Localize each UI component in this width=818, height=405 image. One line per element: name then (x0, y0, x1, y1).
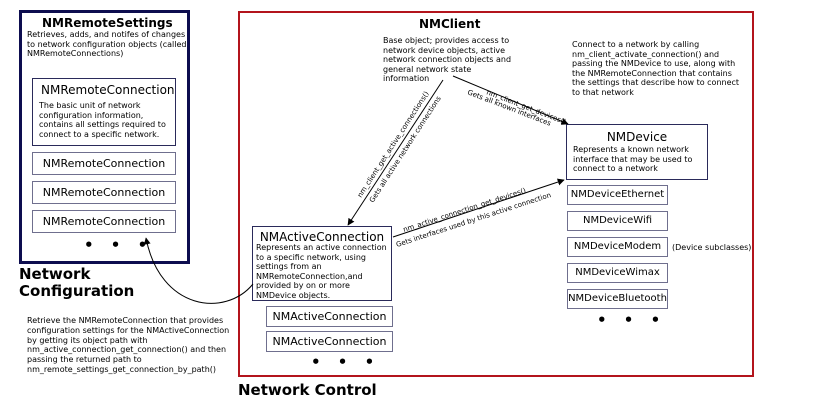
remote-connection-title: NMRemoteConnection (41, 83, 175, 97)
remote-connection-description: The basic unit of network configuration … (39, 101, 166, 139)
get-active-desc-label: Gets all active network connections (368, 95, 443, 205)
active-connection-node[interactable]: NMActiveConnection (266, 306, 393, 327)
active-connection-to-device-arrow (392, 178, 565, 238)
remote-connection-label: NMRemoteConnection (42, 157, 166, 170)
device-subclass-label: NMDeviceBluetooth (568, 293, 667, 304)
active-connection-label: NMActiveConnection (272, 310, 387, 323)
client-to-device-arrow (452, 75, 569, 125)
retrieve-connection-curve (143, 237, 254, 304)
client-description: Base object; provides access to network … (383, 36, 512, 83)
remote-settings-title: NMRemoteSettings (42, 16, 173, 30)
active-connection-node[interactable]: NMActiveConnection Represents an active … (252, 226, 392, 301)
device-description: Represents a known network interface tha… (573, 145, 693, 173)
device-title: NMDevice (606, 130, 668, 144)
active-connection-label: NMActiveConnection (272, 335, 387, 348)
device-subclass-node[interactable]: NMDeviceEthernet (567, 185, 668, 205)
active-connections-ellipsis: • • • (311, 353, 381, 371)
get-active-fn-label: nm_client_get_active_connections() (356, 90, 431, 199)
device-subclass-node[interactable]: NMDeviceModem (567, 237, 668, 257)
device-node[interactable]: NMDevice Represents a known network inte… (566, 124, 708, 180)
device-subclasses-note: (Device subclasses) (672, 243, 752, 252)
device-subclass-label: NMDeviceWifi (582, 215, 653, 226)
active-connection-title: NMActiveConnection (259, 230, 385, 244)
active-connection-description: Represents an active connection to a spe… (256, 243, 387, 300)
device-subclass-label: NMDeviceWimax (575, 267, 660, 278)
device-subclass-label: NMDeviceEthernet (570, 189, 665, 200)
remote-settings-description: Retrieves, adds, and notifes of changes … (27, 30, 187, 58)
remote-connection-label: NMRemoteConnection (42, 215, 166, 228)
client-title: NMClient (419, 17, 481, 31)
device-subclass-node[interactable]: NMDeviceWifi (567, 211, 668, 231)
device-subclasses-ellipsis: • • • (597, 311, 667, 329)
remote-connection-node[interactable]: NMRemoteConnection (32, 181, 176, 204)
retrieve-connection-note: Retrieve the NMRemoteConnection that pro… (27, 316, 230, 374)
remote-connections-ellipsis: • • • (84, 236, 154, 254)
client-to-active-connection-arrow (347, 79, 444, 226)
active-connection-node[interactable]: NMActiveConnection (266, 331, 393, 352)
remote-connection-node[interactable]: NMRemoteConnection The basic unit of net… (32, 78, 176, 146)
network-configuration-label: Network Configuration (19, 265, 135, 300)
device-subclass-node[interactable]: NMDeviceWimax (567, 263, 668, 283)
remote-connection-node[interactable]: NMRemoteConnection (32, 152, 176, 175)
network-control-label: Network Control (238, 381, 377, 399)
remote-connection-node[interactable]: NMRemoteConnection (32, 210, 176, 233)
device-subclass-label: NMDeviceModem (573, 241, 662, 252)
network-control-frame (238, 11, 754, 377)
remote-connection-label: NMRemoteConnection (42, 186, 166, 199)
device-subclass-node[interactable]: NMDeviceBluetooth (567, 289, 668, 309)
activate-connection-note: Connect to a network by calling nm_clien… (572, 40, 740, 97)
